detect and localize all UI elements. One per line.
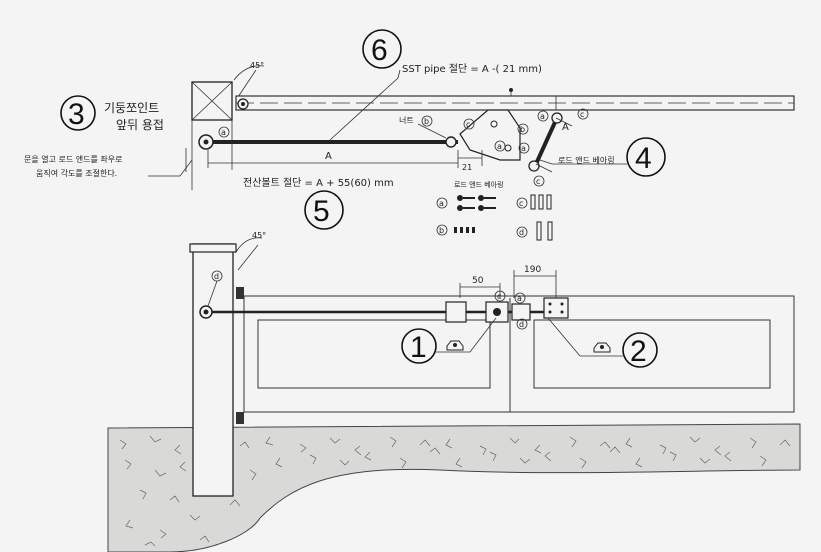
svg-text:4: 4 <box>635 142 652 175</box>
part-label-a-mid: a <box>494 140 506 152</box>
part-label-a-link-bottom: a <box>518 142 530 154</box>
svg-text:d: d <box>214 272 219 281</box>
parts-legend: 로드 앤드 베아링 a b c d <box>436 180 553 241</box>
svg-text:190: 190 <box>524 265 541 275</box>
svg-text:21: 21 <box>462 163 472 172</box>
dimension-50: 50 <box>459 276 501 298</box>
svg-text:전산볼트 절단 = A + 55(60) mm: 전산볼트 절단 = A + 55(60) mm <box>243 176 394 189</box>
svg-text:c: c <box>497 292 501 301</box>
bracket-plate <box>459 109 521 161</box>
svg-text:45°: 45° <box>250 61 264 70</box>
dimension-190: 190 <box>513 265 557 298</box>
svg-text:d: d <box>519 228 524 237</box>
svg-text:로드 앤드 베아링: 로드 앤드 베아링 <box>454 180 504 189</box>
callout-3: 3 기둥쪼인트 앞뒤 용접 <box>60 95 164 132</box>
svg-text:1: 1 <box>410 331 427 364</box>
svg-text:문을 열고 로드 앤드를 좌우로: 문을 열고 로드 앤드를 좌우로 <box>24 154 123 164</box>
part-label-d-post: d <box>207 270 223 307</box>
angle-marker-bottom: 45° <box>235 231 266 271</box>
svg-text:SST pipe 절단 = A -( 21 mm): SST pipe 절단 = A -( 21 mm) <box>402 62 542 75</box>
diagonal-link: A <box>528 112 573 173</box>
ground-soil <box>107 423 801 552</box>
svg-text:a: a <box>540 112 545 121</box>
svg-text:c: c <box>580 110 584 119</box>
part-label-c-link-bottom: c <box>533 175 545 187</box>
callout-4: 4 로드 앤드 베아링 <box>539 137 666 177</box>
svg-text:50: 50 <box>472 276 484 286</box>
svg-text:기둥쪼인트: 기둥쪼인트 <box>104 101 159 115</box>
svg-text:3: 3 <box>68 98 85 131</box>
dimension-A: A <box>207 150 459 168</box>
svg-text:움직여 각도를 조절한다.: 움직여 각도를 조절한다. <box>36 168 117 178</box>
svg-text:a: a <box>221 128 226 137</box>
svg-text:5: 5 <box>313 195 330 228</box>
svg-text:45°: 45° <box>252 231 266 240</box>
svg-text:b: b <box>439 226 444 235</box>
top-post-box <box>191 81 233 190</box>
angle-marker-top: 45° <box>233 61 264 101</box>
part-label-c-top: c <box>463 118 475 130</box>
dimension-21: 21 <box>458 150 483 172</box>
part-label-b-link: b <box>517 123 529 135</box>
top-pipe <box>235 88 795 111</box>
svg-text:A: A <box>562 122 569 133</box>
callout-5: 5 전산볼트 절단 = A + 55(60) mm <box>243 176 394 230</box>
callout-2: 2 <box>547 317 658 368</box>
callout-6: 6 SST pipe 절단 = A -( 21 mm) <box>329 29 542 141</box>
part-label-d-lower: d <box>516 318 528 330</box>
svg-text:2: 2 <box>630 335 647 368</box>
nut-label: 너트 <box>399 115 447 139</box>
svg-text:a: a <box>517 294 522 303</box>
svg-text:A: A <box>325 151 332 162</box>
adjust-note: 문을 열고 로드 앤드를 좌우로 움직여 각도를 조절한다. <box>24 148 193 178</box>
svg-text:6: 6 <box>371 34 388 67</box>
svg-text:로드 앤드 베아링: 로드 앤드 베아링 <box>558 155 615 165</box>
svg-text:a: a <box>497 142 502 151</box>
svg-text:앞뒤 용접: 앞뒤 용접 <box>116 118 164 132</box>
svg-text:c: c <box>466 120 470 129</box>
svg-text:너트: 너트 <box>399 115 414 125</box>
lower-rod <box>199 297 569 323</box>
upper-rod <box>198 134 458 150</box>
svg-text:b: b <box>520 125 525 134</box>
part-label-a-lower: a <box>514 292 526 304</box>
part-label-a-link-top: a <box>537 110 549 122</box>
callout-1: 1 <box>401 317 497 364</box>
gate-post <box>189 243 244 497</box>
svg-text:a: a <box>521 144 526 153</box>
svg-text:b: b <box>424 117 429 126</box>
svg-text:c: c <box>519 199 523 208</box>
svg-text:c: c <box>536 177 540 186</box>
part-label-b-top: b <box>421 115 433 127</box>
part-label-c-link-top: c <box>577 108 589 120</box>
svg-text:d: d <box>519 320 524 329</box>
part-label-a-top: a <box>218 126 230 138</box>
svg-text:a: a <box>439 199 444 208</box>
